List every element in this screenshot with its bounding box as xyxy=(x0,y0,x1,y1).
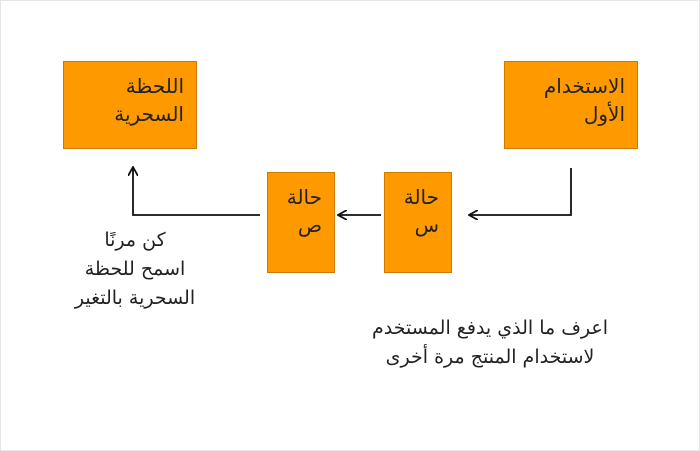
arrow-state-p-to-magic xyxy=(133,168,260,216)
flexibility-note: كن مرنًا اسمح للحظة السحرية بالتغير xyxy=(74,229,196,309)
motivation-note: اعرف ما الذي يدفع المستخدم لاستخدام المن… xyxy=(371,317,609,368)
state-p-box: حالة ص xyxy=(267,172,335,273)
magic-moment-box: اللحظة السحرية xyxy=(63,61,197,149)
state-s-box: حالة س xyxy=(384,172,452,273)
first-use-box: الاستخدام الأول xyxy=(504,61,638,149)
arrow-first-use-to-state-s xyxy=(470,168,572,215)
